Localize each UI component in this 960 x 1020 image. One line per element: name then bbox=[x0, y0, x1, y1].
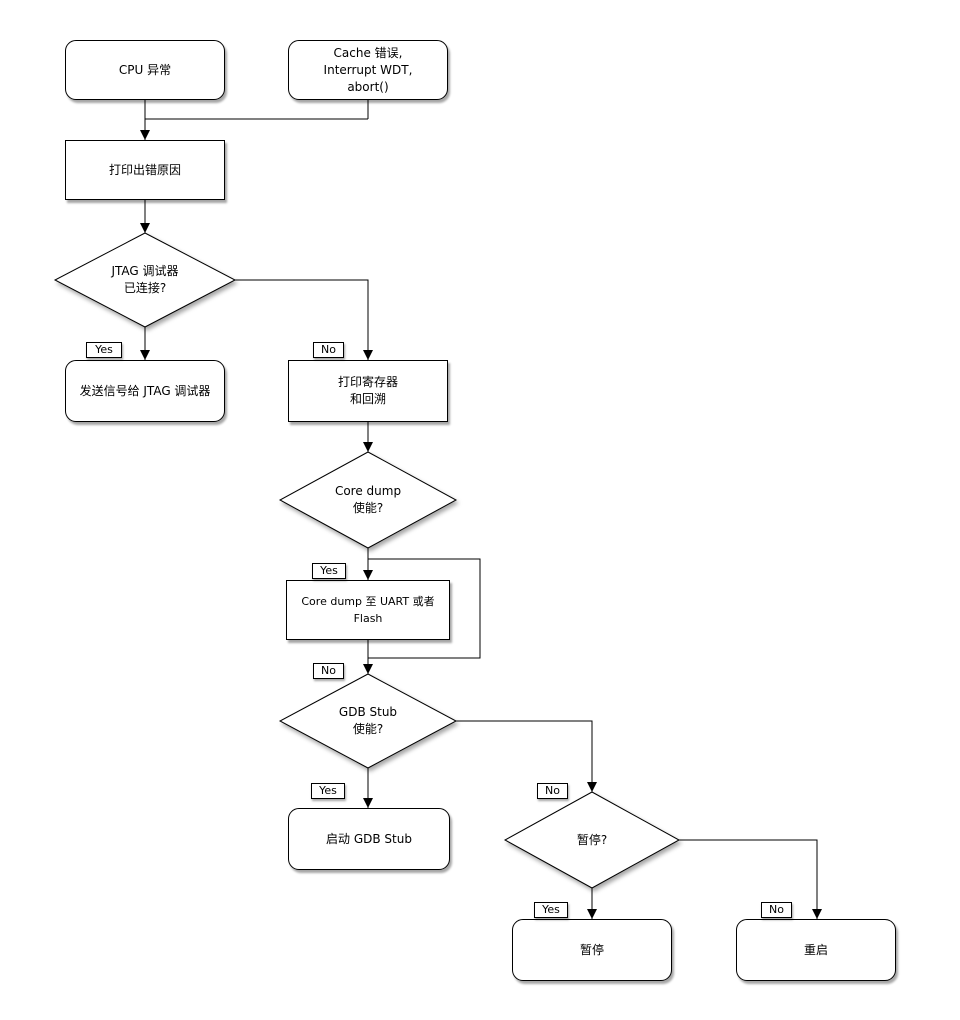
node-start-gdb-stub: 启动 GDB Stub bbox=[288, 808, 450, 870]
edge-label-coredump-yes: Yes bbox=[312, 563, 346, 579]
edge-label-coredump-no: No bbox=[313, 663, 344, 679]
node-print-registers: 打印寄存器 和回溯 bbox=[288, 360, 448, 422]
node-send-signal-jtag-label: 发送信号给 JTAG 调试器 bbox=[79, 383, 211, 398]
edge-jtag-no bbox=[235, 279, 373, 360]
node-cache-error-line1: Cache 错误, bbox=[333, 45, 403, 60]
node-halt: 暂停 bbox=[512, 919, 672, 981]
node-coredump-to-uart-flash-label: Core dump 至 UART 或者 Flash bbox=[301, 595, 435, 625]
decision-halt bbox=[503, 791, 681, 889]
node-cache-error-line2: Interrupt WDT, bbox=[323, 62, 413, 77]
node-cache-error-line3: abort() bbox=[347, 79, 389, 94]
decision-coredump-enabled bbox=[278, 451, 458, 549]
edge-label-gdb-no: No bbox=[537, 783, 568, 799]
edge-gdb-no bbox=[456, 720, 597, 792]
node-reboot: 重启 bbox=[736, 919, 896, 981]
edge-label-jtag-yes: Yes bbox=[86, 342, 122, 358]
decision-gdb-stub-enabled bbox=[278, 673, 458, 769]
edge-label-halt-no: No bbox=[761, 902, 792, 918]
node-reboot-label: 重启 bbox=[803, 942, 828, 957]
node-cpu-exception-label: CPU 异常 bbox=[118, 62, 172, 77]
edge-label-gdb-yes: Yes bbox=[311, 783, 345, 799]
edge-label-halt-yes: Yes bbox=[534, 902, 568, 918]
edge-label-jtag-no: No bbox=[313, 342, 344, 358]
node-halt-label: 暂停 bbox=[579, 942, 604, 957]
node-cache-error: Cache 错误, Interrupt WDT, abort() bbox=[288, 40, 448, 100]
edge-coredump-no-bypass bbox=[368, 558, 481, 659]
node-cpu-exception: CPU 异常 bbox=[65, 40, 225, 100]
node-print-error-cause: 打印出错原因 bbox=[65, 140, 225, 200]
node-start-gdb-stub-label: 启动 GDB Stub bbox=[326, 831, 412, 846]
node-send-signal-jtag: 发送信号给 JTAG 调试器 bbox=[65, 360, 225, 422]
node-coredump-to-uart-flash: Core dump 至 UART 或者 Flash bbox=[286, 580, 450, 640]
node-print-error-cause-label: 打印出错原因 bbox=[108, 162, 181, 177]
node-print-registers-line1: 打印寄存器 bbox=[337, 375, 398, 389]
node-print-registers-line2: 和回溯 bbox=[349, 392, 386, 406]
decision-jtag-connected bbox=[53, 232, 237, 328]
edge-halt-no bbox=[679, 839, 822, 919]
